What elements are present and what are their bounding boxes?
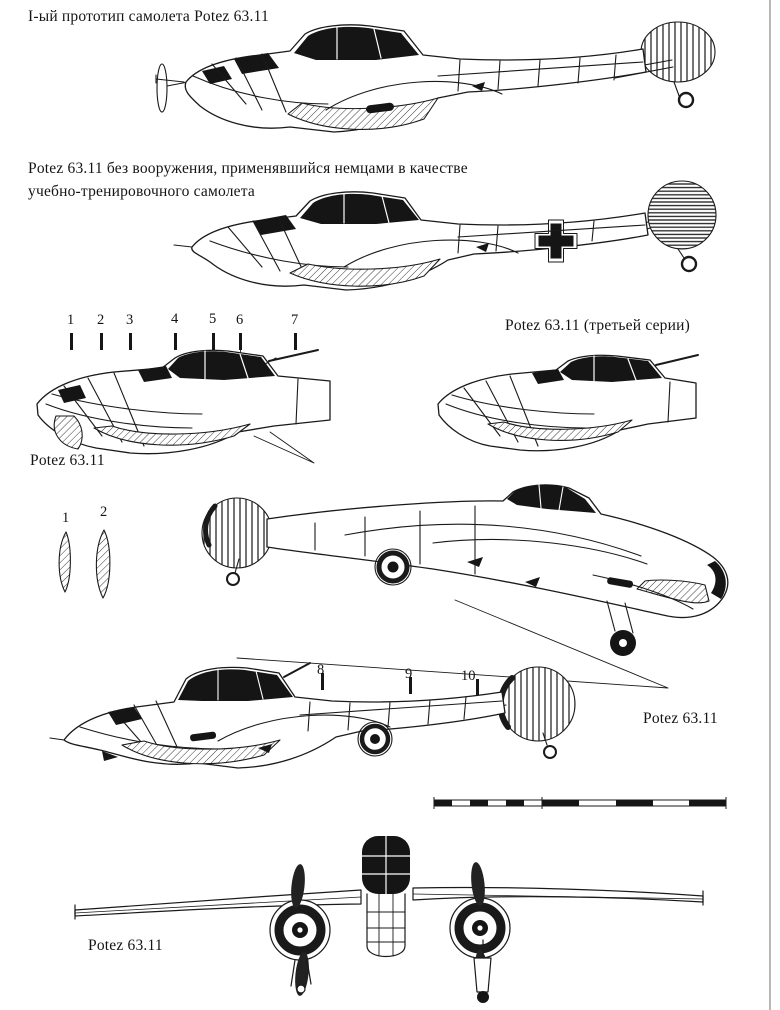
scale-bar: [433, 797, 727, 809]
gear-strut: [606, 600, 634, 634]
station-number-7: 7: [291, 312, 299, 328]
station-tick: [294, 333, 297, 350]
roundel: [357, 721, 393, 757]
fuselage: [266, 484, 729, 619]
machine-gun: [268, 349, 319, 362]
canopy: [300, 193, 419, 224]
canopy: [507, 484, 596, 513]
wing-fillet-hatch: [289, 258, 441, 287]
section-number-1: 1: [62, 510, 70, 526]
canopy: [178, 669, 293, 701]
station-tick: [100, 333, 103, 350]
caption-german-line2: учебно-тренировочного самолета: [28, 183, 255, 200]
drawing-nose-third-series: [437, 354, 699, 452]
antenna: [253, 431, 315, 464]
propeller-blade: [156, 63, 168, 113]
drawing-front-view: [74, 835, 704, 1003]
wing-fillet-hatch: [287, 97, 439, 130]
station-number-3: 3: [126, 312, 134, 328]
tail-wheel: [543, 745, 557, 759]
canopy: [560, 356, 662, 382]
tail-wheel: [680, 255, 698, 273]
drawing-side-view-right: [201, 484, 729, 689]
tail-wheel: [677, 91, 695, 109]
drawing-blade-sections: [58, 529, 111, 599]
machine-gun: [283, 662, 311, 678]
station-tick: [212, 333, 215, 350]
balkenkreuz-marking: [534, 219, 578, 263]
blade-section-1: [58, 531, 71, 593]
station-tick: [476, 679, 479, 696]
station-tick: [321, 673, 324, 690]
section-number-2: 2: [100, 504, 108, 520]
station-tick: [409, 677, 412, 694]
drawing-german-trainer-side-view: [173, 180, 717, 291]
machine-gun: [655, 354, 699, 366]
station-number-4: 4: [171, 311, 179, 327]
roundel: [374, 548, 412, 586]
caption-potez-front: Potez 63.11: [88, 937, 163, 954]
station-tick: [129, 333, 132, 350]
caption-prototype: I-ый прототип самолета Potez 63.11: [28, 8, 269, 25]
caption-german-line1: Potez 63.11 без вооружения, применявшийс…: [28, 160, 468, 177]
station-number-2: 2: [97, 312, 105, 328]
station-tick: [174, 333, 177, 350]
tail-fin: [647, 180, 717, 250]
station-number-6: 6: [236, 312, 244, 328]
station-number-5: 5: [209, 311, 217, 327]
drawing-prototype-side-view: [155, 21, 716, 133]
station-number-9: 9: [405, 666, 413, 682]
gondola-hatch: [93, 423, 251, 446]
right-engine: [449, 862, 511, 994]
drawing-nose-first-series: [36, 349, 331, 464]
tail-fin-front: [473, 957, 492, 993]
caption-potez-right: Potez 63.11: [643, 710, 718, 727]
glazed-nose: [366, 893, 406, 957]
station-tick: [70, 333, 73, 350]
station-number-1: 1: [67, 312, 75, 328]
page-edge: [769, 0, 771, 1010]
station-tick: [239, 333, 242, 350]
gondola-hatch: [487, 419, 633, 441]
fuselage: [63, 666, 506, 769]
gondola-hatch: [636, 579, 710, 604]
tail-wheel: [226, 572, 240, 586]
station-number-10: 10: [461, 668, 476, 684]
gondola-hatch: [121, 739, 281, 765]
left-engine: [269, 864, 331, 996]
tail-wheel: [477, 991, 489, 1003]
canopy: [168, 351, 275, 380]
tail-fin: [640, 21, 716, 83]
drawing-side-view-left: [49, 662, 576, 769]
canopy: [294, 26, 419, 61]
caption-first-series: Potez 63.11: [30, 452, 105, 469]
caption-third-series: Potez 63.11 (третьей серии): [505, 317, 690, 334]
station-number-8: 8: [317, 662, 325, 678]
blade-section-2: [95, 529, 111, 599]
